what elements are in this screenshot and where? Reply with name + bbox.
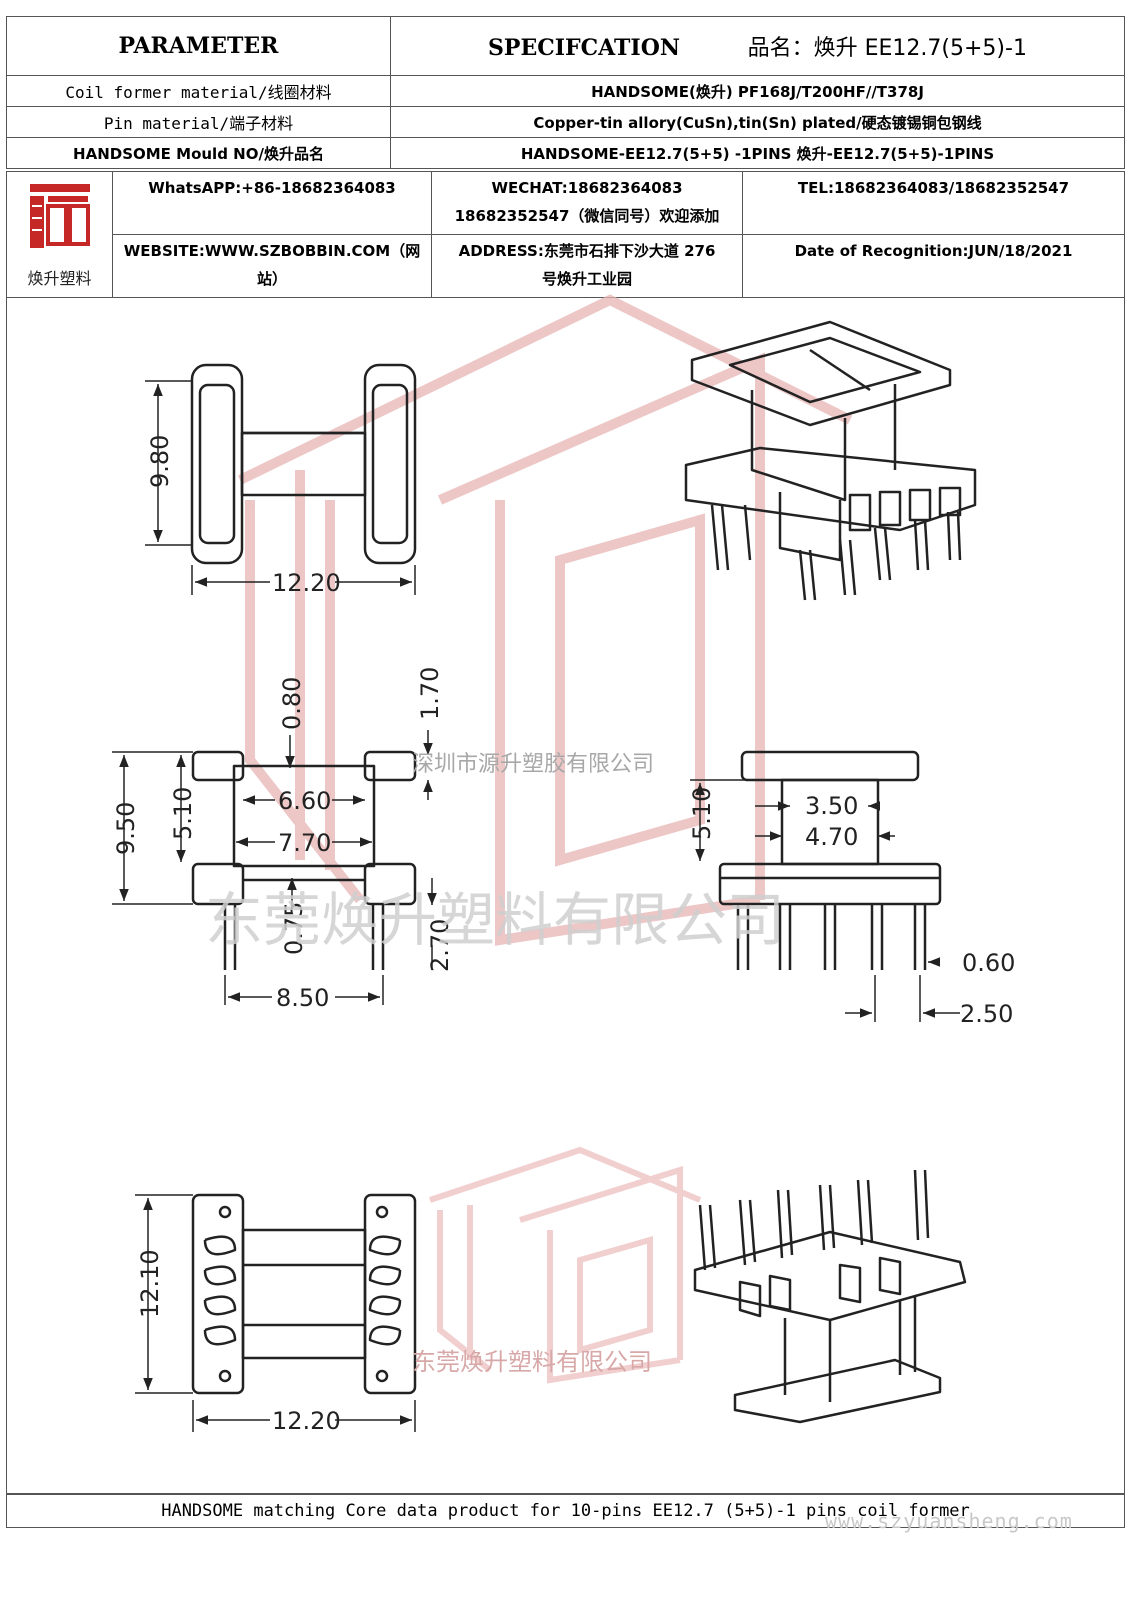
dim-front-body-height: 5.10 [688,787,716,840]
drawing-area [6,294,1125,1494]
website-cell: WEBSITE:WWW.SZBOBBIN.COM（网 站） [112,234,432,298]
product-name: 品名：焕升 EE12.7(5+5)-1 [747,36,1027,61]
footer-note: HANDSOME matching Core data product for … [6,1494,1125,1528]
site-watermark: www.szyuansheng.com [825,1509,1073,1533]
dim-side-inner-a: 6.60 [278,787,331,815]
dim-side-gap: 0.75 [280,902,308,955]
bottom-view [191,1193,417,1395]
spec-table: PARAMETER SPECIFCATION 品名：焕升 EE12.7(5+5)… [6,16,1125,169]
parameter-heading: PARAMETER [6,16,391,76]
isometric-view-lower [693,1169,967,1424]
dim-side-flange-side: 1.70 [416,667,444,720]
address-info: ADDRESS:东莞市石排下沙大道 276 [458,242,716,260]
dim-side-flange-top: 0.80 [278,677,306,730]
dim-top-width: 12.20 [272,569,341,597]
watermark-logo-small [429,1146,702,1384]
contact-table: 焕升塑料 WhatsAPP:+86-18682364083 WECHAT:186… [6,171,1125,298]
tel-info: TEL:18682364083/18682352547 [742,171,1125,235]
dim-front-pin-pitch: 2.50 [960,1000,1013,1028]
logo-mark-icon [29,184,90,248]
isometric-view-upper [684,320,977,601]
mould-no-label: HANDSOME Mould NO/焕升品名 [6,137,391,169]
side-view [191,750,417,970]
dim-front-pin-width: 0.60 [962,949,1015,977]
watermark-company-small: 深圳市源升塑胶有限公司 [412,752,654,777]
spec-heading-cell: SPECIFCATION 品名：焕升 EE12.7(5+5)-1 [390,16,1125,76]
dim-front-inner-a: 3.50 [805,792,858,820]
recognition-date: Date of Recognition:JUN/18/2021 [742,234,1125,298]
wechat-info: WECHAT:18682364083 [491,179,683,197]
dim-side-inner-b: 7.70 [278,829,331,857]
pin-material-value: Copper-tin allory(CuSn),tin(Sn) plated/硬… [390,106,1125,138]
whatsapp-info: WhatsAPP:+86-18682364083 [112,171,432,235]
dim-side-total-height: 9.50 [112,802,140,855]
dim-top-height: 9.80 [146,435,174,488]
website-info-cont: 站） [256,270,287,288]
wechat-note: 18682352547（微信同号）欢迎添加 [454,207,720,225]
top-view [190,363,417,565]
website-info: WEBSITE:WWW.SZBOBBIN.COM（网 [123,242,421,260]
dim-bottom-height: 12.10 [136,1249,164,1318]
front-view [718,750,942,970]
watermark-logo-large [237,294,853,946]
watermark-company-large: 东莞焕升塑料有限公司 [205,886,785,954]
dim-front-inner-b: 4.70 [805,823,858,851]
logo-text: 焕升塑料 [27,269,92,288]
dim-side-pin-len: 2.70 [426,919,454,972]
dim-bottom-width: 12.20 [272,1407,341,1435]
address-info-cont: 号焕升工业园 [541,270,632,288]
address-cell: ADDRESS:东莞市石排下沙大道 276 号焕升工业园 [431,234,743,298]
company-logo: 焕升塑料 [6,171,113,298]
mould-no-value: HANDSOME-EE12.7(5+5) -1PINS 焕升-EE12.7(5+… [390,137,1125,169]
dim-side-body-height: 5.10 [169,787,197,840]
coil-material-label: Coil former material/线圈材料 [6,75,391,107]
dim-side-pin-span: 8.50 [276,984,329,1012]
watermark-company-mid: 东莞焕升塑料有限公司 [412,1348,652,1376]
specification-heading: SPECIFCATION [488,35,680,61]
